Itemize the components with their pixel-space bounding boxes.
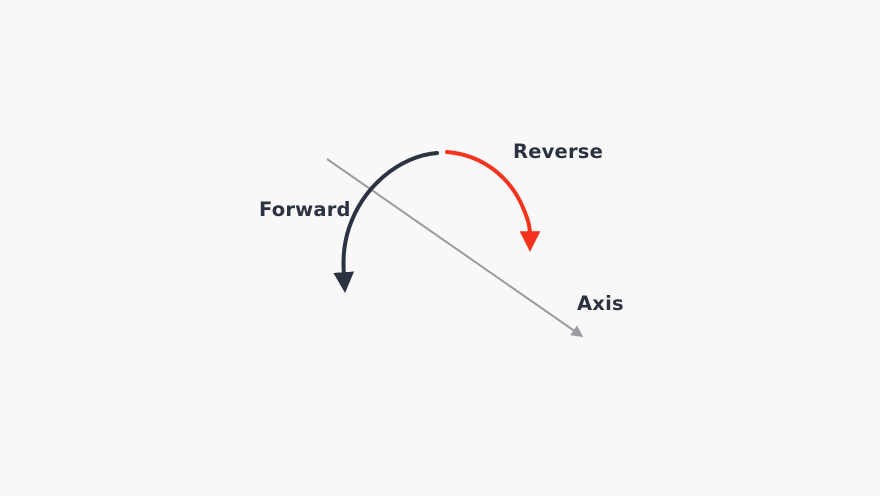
reverse-rotation-arc <box>445 150 541 252</box>
axis-line <box>326 158 584 338</box>
forward-label: Forward <box>259 198 351 221</box>
forward-rotation-arc <box>333 151 439 293</box>
axis-label: Axis <box>577 292 624 315</box>
reverse-label: Reverse <box>513 140 603 163</box>
